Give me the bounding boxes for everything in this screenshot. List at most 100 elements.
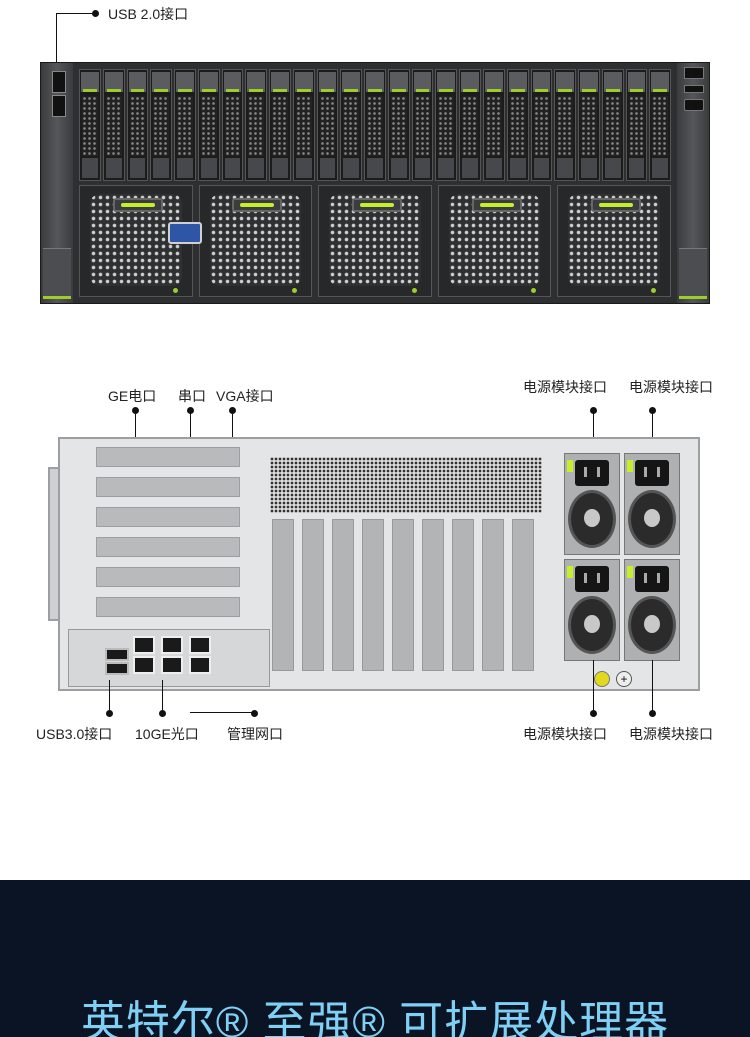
- psu-bottom-left-label: 电源模块接口: [523, 726, 607, 742]
- pcie-slot-cover: [96, 507, 240, 527]
- usb2-label: USB 2.0接口: [108, 6, 189, 22]
- server-front-panel: [40, 62, 710, 304]
- pcie-slot-cover: [302, 519, 324, 671]
- mgmt-port-icon: [189, 636, 211, 654]
- drive-bay: [364, 69, 386, 181]
- mgmt-dot: [251, 710, 258, 717]
- pcie-slot-cover: [272, 519, 294, 671]
- drive-bay: [530, 69, 553, 181]
- usb3-port-icon: [105, 648, 129, 661]
- psu-release-tab: [627, 460, 633, 472]
- drive-bay: [601, 69, 624, 181]
- pcie-slot-cover: [96, 537, 240, 557]
- power-socket-icon: [635, 460, 669, 486]
- usb2-callout-line-vertical: [56, 13, 57, 73]
- sfp-port-icon-2: [161, 656, 183, 674]
- right-rack-ear: [677, 63, 709, 303]
- drive-bay: [578, 69, 600, 181]
- pcie-slot-cover: [332, 519, 354, 671]
- usb3-dot: [106, 710, 113, 717]
- usb3-port-icon-2: [105, 662, 129, 675]
- ge-copper-port-icon: [133, 636, 155, 654]
- drive-bay: [79, 69, 101, 181]
- pcie-slot-cover: [452, 519, 474, 671]
- psu-fan-icon: [568, 490, 616, 548]
- power-button-icon: [684, 99, 704, 111]
- pcie-slot-group-left: [90, 447, 242, 627]
- drive-bay: [506, 69, 529, 181]
- psu-top-left-label: 电源模块接口: [523, 379, 607, 395]
- drive-bay: [292, 69, 315, 181]
- drive-bay: [625, 69, 648, 181]
- status-led-display-icon: [684, 67, 704, 79]
- ground-icon: [594, 671, 610, 687]
- usb2-port-icon: [52, 71, 66, 93]
- vga-port-icon: [168, 222, 202, 244]
- psu-fan-icon: [628, 490, 676, 548]
- psu-module-3: [624, 453, 680, 555]
- ge10-optical-label: 10GE光口: [135, 726, 199, 742]
- io-panel: [68, 629, 270, 687]
- server-rear-panel: +: [48, 437, 706, 691]
- mgmt-label: 管理网口: [227, 726, 283, 742]
- drive-bay: [554, 69, 577, 181]
- vga-label: VGA接口: [216, 388, 274, 404]
- left-rack-ear: [41, 63, 73, 303]
- pcie-slot-cover: [422, 519, 444, 671]
- serial-label: 串口: [178, 388, 206, 404]
- psu-bottom-right-line: [652, 660, 653, 712]
- drive-bay: [411, 69, 434, 181]
- uid-led-icon: [684, 85, 704, 93]
- pcie-slot-cover: [96, 447, 240, 467]
- power-socket-icon: [575, 566, 609, 592]
- plus-screw-icon: +: [616, 671, 632, 687]
- psu-release-tab: [627, 566, 633, 578]
- fan-module: [557, 185, 671, 297]
- pcie-slot-cover: [392, 519, 414, 671]
- pcie-slot-cover: [512, 519, 534, 671]
- psu-release-tab: [567, 566, 573, 578]
- pcie-slot-cover: [96, 597, 240, 617]
- drive-bay: [102, 69, 125, 181]
- drive-bay: [435, 69, 458, 181]
- psu-release-tab: [567, 460, 573, 472]
- drive-bay: [221, 69, 244, 181]
- ge-copper-port-icon-2: [133, 656, 155, 674]
- drive-bay: [269, 69, 291, 181]
- pcie-slot-cover: [482, 519, 504, 671]
- power-socket-icon: [635, 566, 669, 592]
- usb2-port-icon-2: [52, 95, 66, 117]
- power-socket-icon: [575, 460, 609, 486]
- pcie-slot-cover: [96, 477, 240, 497]
- right-ear-handle: [679, 248, 707, 299]
- drive-bay: [150, 69, 173, 181]
- drive-bay: [245, 69, 268, 181]
- drive-bay: [126, 69, 149, 181]
- fan-module: [198, 185, 313, 297]
- drive-bays: [79, 69, 672, 181]
- drive-bay: [483, 69, 505, 181]
- serial-port-icon: [189, 656, 211, 674]
- mgmt-line: [190, 712, 254, 713]
- left-ear-handle: [43, 248, 71, 299]
- psu-bottom-right-label: 电源模块接口: [629, 726, 713, 742]
- sfp-port-icon: [161, 636, 183, 654]
- drive-bay: [316, 69, 339, 181]
- psu-module-2: [564, 559, 620, 661]
- psu-top-right-label: 电源模块接口: [629, 379, 713, 395]
- drive-bay: [340, 69, 363, 181]
- drive-bay: [649, 69, 672, 181]
- drive-bay: [459, 69, 482, 181]
- psu-fan-icon: [628, 596, 676, 654]
- psu-module-4: [624, 559, 680, 661]
- ge-copper-label: GE电口: [108, 388, 157, 404]
- psu-bottom-left-line: [593, 660, 594, 712]
- usb2-callout-line: [56, 13, 94, 14]
- pcie-slot-cover: [362, 519, 384, 671]
- psu-bottom-right-dot: [649, 710, 656, 717]
- drive-bay: [174, 69, 196, 181]
- fan-module: [437, 185, 552, 297]
- psu-bottom-left-dot: [590, 710, 597, 717]
- ge10-line: [162, 680, 163, 712]
- usb3-label: USB3.0接口: [36, 726, 113, 742]
